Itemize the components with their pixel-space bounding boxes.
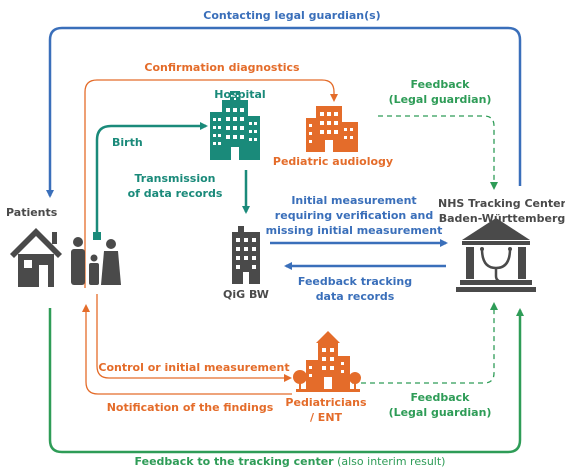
nhs-tracking-center-label-line2: Baden-Württemberg [438,212,565,225]
pediatric-audiology-label: Pediatric audiology [272,155,394,168]
feedback-top-label-line2: (Legal guardian) [388,93,492,106]
initial-measurement-label-line2: requiring verification and [274,209,434,222]
initial-measurement-label-line1: Initial measurement [291,194,417,207]
confirmation-diagnostics-arrow [84,79,338,288]
feedback-top-arrow [378,115,498,190]
nhs-tracking-center-label-line1: NHS Tracking Center [438,197,565,210]
family-icon [71,237,121,285]
initial-measurement-label-line3: missing initial measurement [265,224,443,237]
house-icon [10,228,62,287]
tracking-center-icon [456,218,536,292]
feedback-tracking-label-line2: data records [315,290,395,303]
transmission-label-line1: Transmission [134,172,216,185]
pediatricians-label-line1: Pediatricians [285,396,367,409]
qig-building-icon [232,226,260,284]
hospital-label: Hospital [214,88,266,101]
control-measurement-label: Control or initial measurement [98,361,290,374]
pediatricians-label-line2: / ENT [309,411,343,424]
feedback-bottom-label-line2: (Legal guardian) [388,406,492,419]
pediatricians-building-icon [293,331,361,392]
feedback-bottom-label-line1: Feedback [410,391,470,404]
patients-label: Patients [6,206,58,219]
notification-label: Notification of the findings [106,401,274,414]
qig-bw-label: QiG BW [223,288,269,301]
control-measurement-arrow [96,294,292,382]
feedback-center-label-note: (also interim result) [333,455,446,468]
feedback-center-label-bold: Feedback to the tracking center [134,455,334,468]
feedback-center-arrow [48,308,524,454]
feedback-bottom-arrow [352,302,498,384]
feedback-top-label-line1: Feedback [410,78,470,91]
feedback-center-label: Feedback to the tracking center (also in… [135,455,446,469]
confirmation-diagnostics-label: Confirmation diagnostics [144,61,300,74]
hospital-icon [210,91,260,160]
birth-arrow [95,122,208,234]
feedback-tracking-label-line1: Feedback tracking [297,275,413,288]
transmission-label-line2: of data records [127,187,223,200]
contacting-guardian-label: Contacting legal guardian(s) [203,9,381,22]
notification-arrow [82,304,292,395]
birth-label: Birth [112,136,143,149]
audiology-building-icon [306,106,358,152]
birth-start-marker [93,232,101,240]
contacting-guardian-arrow [46,26,522,198]
